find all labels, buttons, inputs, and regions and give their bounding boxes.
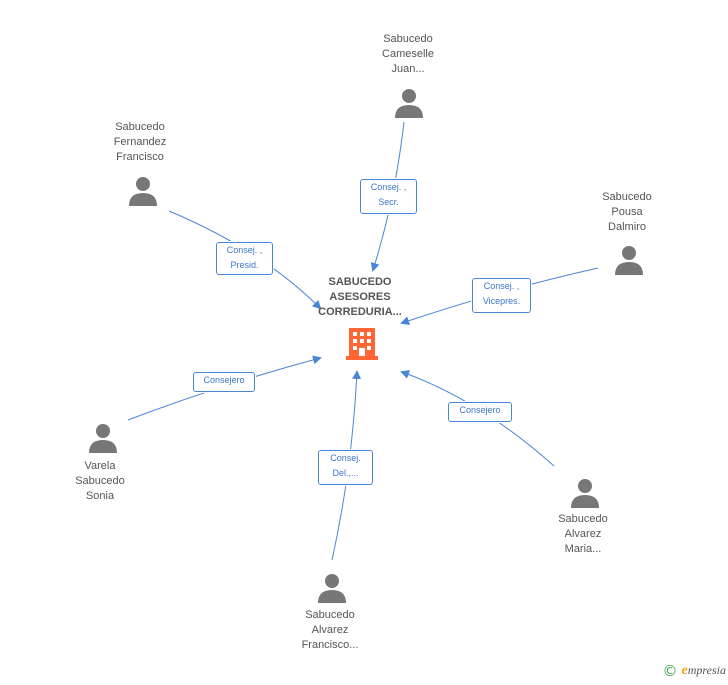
role-line: Consej. , — [370, 182, 407, 192]
name-line: Sabucedo — [75, 475, 125, 487]
role-box-varela[interactable]: Consejero — [193, 372, 255, 392]
person-name-varela[interactable]: Varela Sabucedo Sonia — [40, 459, 160, 504]
building-icon[interactable] — [346, 326, 378, 360]
role-box-pousa[interactable]: Consej. , Vicepres. — [472, 278, 531, 313]
brand-initial: e — [681, 663, 688, 678]
role-line: Consejero — [203, 375, 245, 385]
role-line: Secr. — [378, 197, 399, 207]
role-box-alvarez-maria[interactable]: Consejero — [448, 402, 512, 422]
role-line: Consej. , — [226, 245, 263, 255]
name-line: Sabucedo — [602, 191, 652, 203]
role-box-cameselle[interactable]: Consej. , Secr. — [360, 179, 417, 214]
name-line: Varela — [84, 460, 116, 472]
role-line: Consejero — [459, 405, 501, 415]
name-line: Fernandez — [113, 136, 167, 148]
name-line: Maria... — [564, 543, 602, 555]
company-name-line: CORREDURIA... — [318, 306, 402, 318]
name-line: Francisco... — [301, 639, 359, 651]
person-icon[interactable] — [570, 478, 600, 508]
brand-name: mpresia — [687, 663, 726, 677]
role-line: Presid. — [230, 260, 259, 270]
name-line: Juan... — [391, 63, 425, 75]
name-line: Dalmiro — [608, 221, 646, 233]
company-name-line: SABUCEDO — [328, 276, 392, 288]
role-line: Vicepres. — [482, 296, 521, 306]
person-icon[interactable] — [128, 176, 158, 206]
name-line: Cameselle — [382, 48, 434, 60]
name-line: Alvarez — [564, 528, 602, 540]
person-name-alvarez-maria[interactable]: Sabucedo Alvarez Maria... — [523, 512, 643, 557]
person-icon[interactable] — [614, 245, 644, 275]
role-box-fernandez[interactable]: Consej. , Presid. — [216, 242, 273, 275]
company-name[interactable]: SABUCEDO ASESORES CORREDURIA... — [300, 275, 420, 320]
person-name-fernandez[interactable]: Sabucedo Fernandez Francisco — [80, 120, 200, 165]
person-name-alvarez-francisco[interactable]: Sabucedo Alvarez Francisco... — [270, 608, 390, 653]
person-icon[interactable] — [317, 573, 347, 603]
role-line: Consej. — [330, 453, 361, 463]
name-line: Pousa — [611, 206, 643, 218]
name-line: Francisco — [116, 151, 164, 163]
footer-brand: © empresia — [663, 661, 726, 681]
brand-logo[interactable]: empresia — [682, 663, 726, 679]
role-box-alvarez-francisco[interactable]: Consej. Del.,... — [318, 450, 373, 485]
role-line: Consej. , — [483, 281, 520, 291]
name-line: Sabucedo — [558, 513, 608, 525]
name-line: Sabucedo — [115, 121, 165, 133]
name-line: Sonia — [85, 490, 115, 502]
name-line: Sabucedo — [383, 33, 433, 45]
name-line: Alvarez — [311, 624, 349, 636]
person-name-pousa[interactable]: Sabucedo Pousa Dalmiro — [567, 190, 687, 235]
name-line: Sabucedo — [305, 609, 355, 621]
role-line: Del.,... — [332, 468, 359, 478]
person-name-cameselle[interactable]: Sabucedo Cameselle Juan... — [348, 32, 468, 77]
company-name-line: ASESORES — [329, 291, 391, 303]
copyright-icon: © — [662, 662, 678, 680]
person-icon[interactable] — [88, 423, 118, 453]
person-icon[interactable] — [394, 88, 424, 118]
